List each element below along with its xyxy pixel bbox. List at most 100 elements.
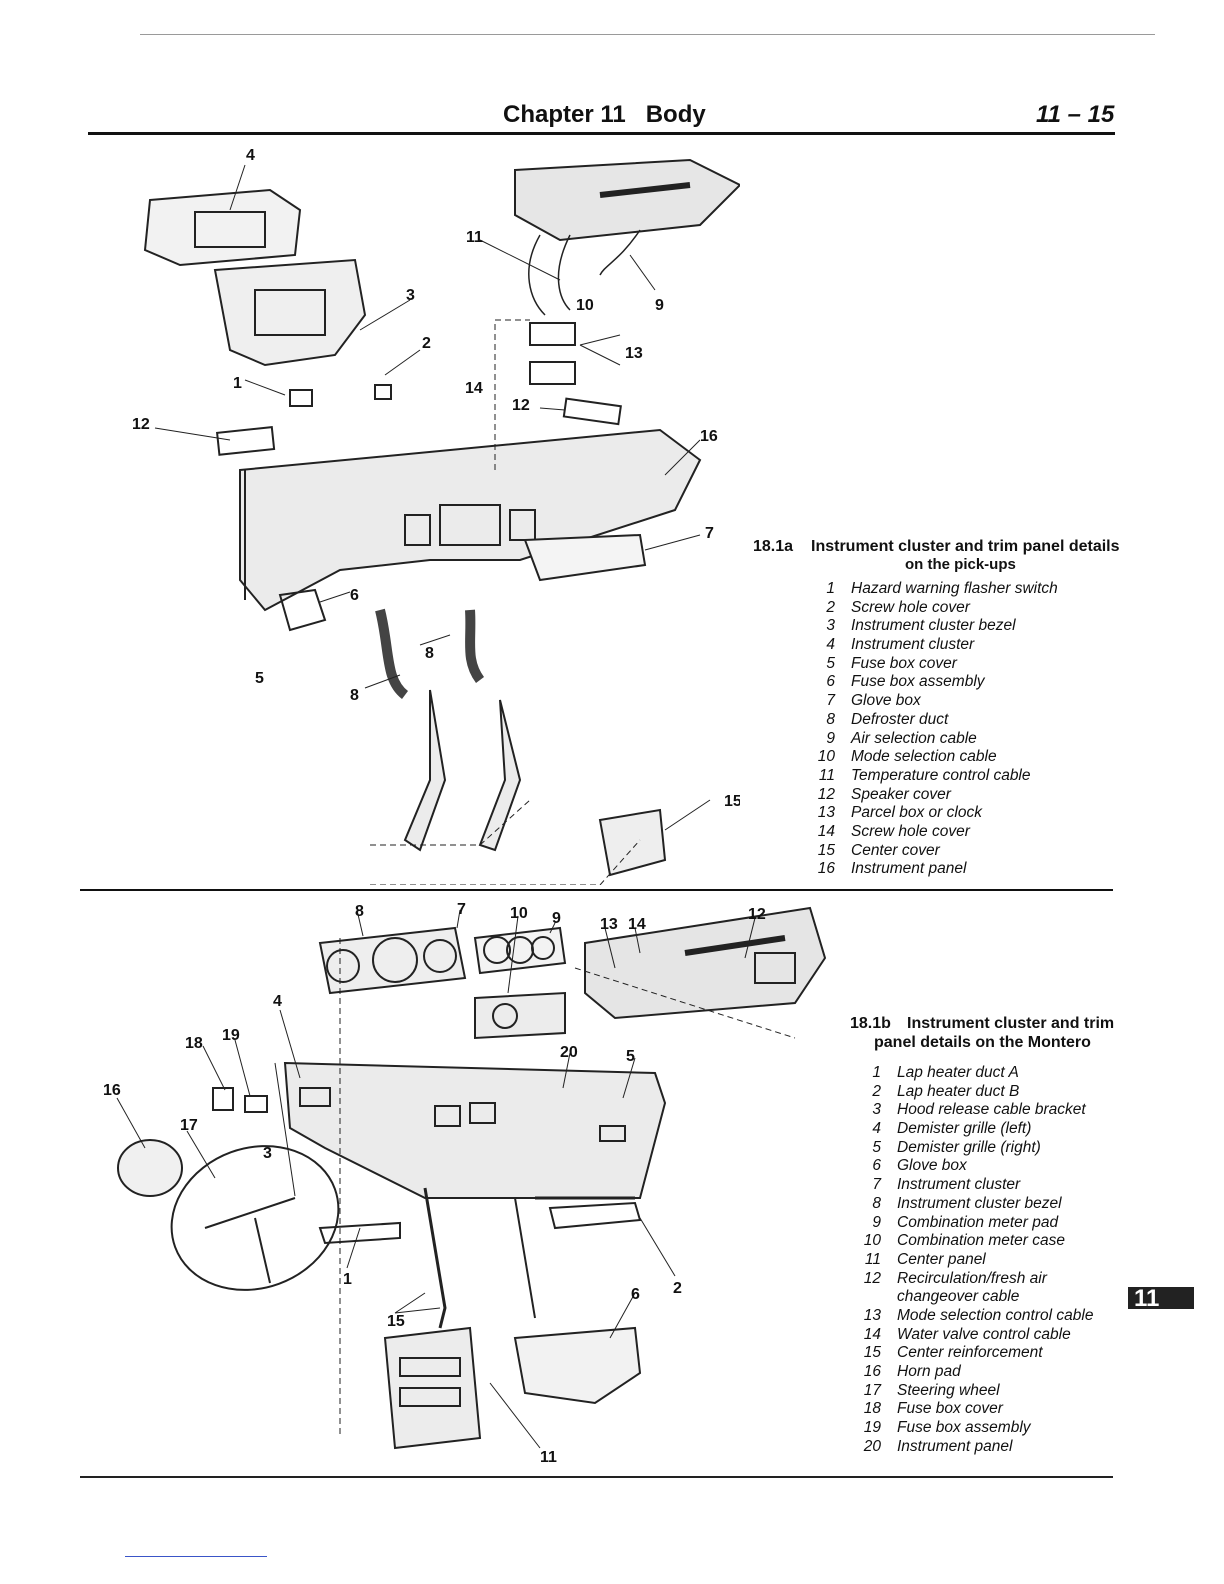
legend-item-number: 8 (872, 1194, 881, 1212)
legend-item-text: Instrument panel (897, 1437, 1013, 1455)
legend-item-number: 1 (826, 580, 835, 597)
figure-a-subtitle: on the pick-ups (905, 556, 1016, 573)
legend-item-number: 4 (872, 1120, 881, 1138)
callout-a-11: 11 (466, 229, 483, 246)
legend-item-text: Hazard warning flasher switch (851, 580, 1058, 597)
legend-item-number: 12 (817, 785, 835, 803)
callout-b-3: 3 (263, 1145, 272, 1162)
legend-item-number: 20 (863, 1437, 881, 1455)
figure-b-subtitle: panel details on the Montero (874, 1034, 1091, 1051)
callout-a-13: 13 (625, 345, 643, 362)
cluster-bezel-shape (213, 258, 367, 367)
legend-item-text: Center panel (897, 1250, 986, 1268)
callout-b-1: 1 (343, 1271, 352, 1288)
legend-item-text: Defroster duct (851, 710, 949, 728)
header-rule (88, 132, 1115, 135)
figure-separator-rule (80, 889, 1113, 891)
callout-a-16: 16 (700, 428, 718, 445)
callout-a-2: 2 (422, 335, 431, 352)
instrument-cluster-shape (143, 188, 302, 267)
legend-item-text: Glove box (897, 1157, 967, 1175)
legend-item-text: Recirculation/fresh air (897, 1269, 1047, 1287)
chapter-tab-bar (1128, 1287, 1194, 1309)
legend-item-text: Combination meter pad (897, 1213, 1059, 1231)
legend-item-number: 7 (826, 692, 835, 710)
legend-item-number: 13 (863, 1306, 881, 1324)
legend-item-number: 9 (872, 1213, 881, 1231)
callout-b-12: 12 (748, 906, 766, 923)
callout-a-12-left: 12 (132, 416, 150, 433)
legend-item-number: 15 (863, 1344, 881, 1362)
top-rule (140, 34, 1155, 35)
legend-item-number: 10 (817, 748, 835, 766)
legend-item-number: 7 (872, 1176, 881, 1194)
legend-item-text: Horn pad (897, 1363, 961, 1380)
chapter-title: Chapter 11 Body (503, 101, 706, 128)
legend-item-number: 15 (817, 841, 835, 859)
callout-a-8-right: 8 (425, 645, 434, 662)
legend-item-text: Fuse box assembly (897, 1419, 1031, 1437)
figure-a-number: 18.1a (753, 538, 794, 555)
instrument-panel-shape (239, 428, 702, 612)
glove-box-shape (523, 533, 647, 582)
callout-b-14: 14 (628, 916, 646, 933)
callout-b-8: 8 (355, 903, 364, 920)
legend-item-number: 12 (863, 1269, 881, 1287)
legend-item-text: Lap heater duct B (897, 1082, 1020, 1100)
legend-item-text: Water valve control cable (897, 1325, 1071, 1343)
callout-a-9: 9 (655, 297, 664, 314)
legend-item-number: 11 (864, 1250, 881, 1268)
callout-a-12-upper: 12 (512, 397, 530, 414)
callout-b-11: 11 (540, 1449, 557, 1466)
callout-b-5: 5 (626, 1048, 635, 1065)
legend-item-text: Temperature control cable (851, 766, 1031, 784)
callout-b-6: 6 (631, 1286, 640, 1303)
callout-b-4: 4 (273, 993, 282, 1010)
callout-a-8-left: 8 (350, 687, 359, 704)
legend-item-number: 10 (863, 1232, 881, 1250)
legend-item-text: Instrument panel (851, 860, 967, 878)
legend-item-number: 18 (863, 1400, 881, 1418)
legend-item-number: 3 (826, 617, 835, 635)
legend-item-text: Parcel box or clock (851, 804, 982, 822)
glove-box-b-shape (513, 1326, 642, 1405)
instrument-panel-b-shape (283, 1061, 667, 1199)
legend-item-text: Hood release cable bracket (897, 1101, 1086, 1119)
legend-item-text: Air selection cable (851, 729, 977, 747)
figure-b-exploded-diagram: 8 7 10 9 13 14 12 4 18 19 20 5 16 17 3 1… (103, 901, 827, 1466)
callout-b-17: 17 (180, 1117, 198, 1134)
callout-b-10: 10 (510, 905, 528, 922)
legend-item-number: 2 (872, 1082, 881, 1100)
steering-wheel-shape (170, 1145, 340, 1291)
legend-item-text: Combination meter case (897, 1232, 1065, 1250)
callout-b-9: 9 (552, 910, 561, 927)
callout-a-15: 15 (724, 793, 740, 810)
figure-b-title: Instrument cluster and trim (907, 1015, 1115, 1032)
heater-control-shape (514, 158, 740, 242)
legend-item-number: 16 (817, 860, 835, 878)
callout-a-4: 4 (246, 147, 255, 164)
legend-item-text: Demister grille (right) (897, 1138, 1041, 1156)
horn-pad-shape (117, 1139, 183, 1197)
callout-a-7: 7 (705, 525, 714, 542)
legend-item-text: Fuse box cover (851, 654, 957, 672)
legend-item-text: Screw hole cover (851, 598, 970, 616)
legend-item-text: changeover cable (897, 1288, 1020, 1306)
legend-item-number: 9 (826, 729, 835, 747)
legend-item-text: Mode selection control cable (897, 1306, 1094, 1324)
legend-item-number: 14 (863, 1325, 881, 1343)
legend-item-number: 2 (826, 598, 835, 616)
callout-a-10: 10 (576, 297, 594, 314)
legend-item-number: 5 (826, 654, 835, 672)
chapter-tab: 11 (1128, 1275, 1194, 1325)
heater-unit-b-shape (584, 906, 827, 1020)
legend-item-text: Demister grille (left) (897, 1120, 1032, 1138)
defroster-duct-shape (375, 608, 409, 699)
chapter-tab-label: 11 (1134, 1285, 1160, 1312)
legend-item-number: 6 (872, 1157, 881, 1175)
callout-b-18: 18 (185, 1035, 203, 1052)
callout-a-14: 14 (465, 380, 483, 397)
legend-item-number: 16 (863, 1363, 881, 1380)
legend-item-number: 11 (818, 766, 835, 784)
legend-item-text: Fuse box cover (897, 1400, 1003, 1418)
